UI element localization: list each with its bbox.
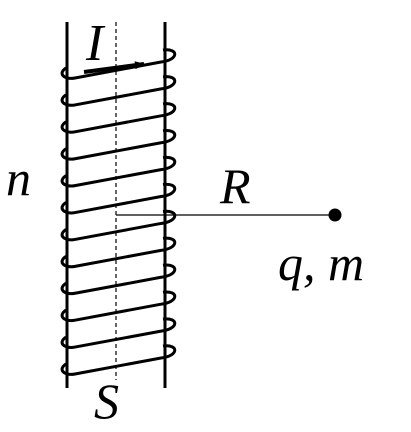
charge-mass-label: q, m: [278, 235, 364, 291]
coil-windings: [60, 48, 177, 376]
distance-label: R: [219, 158, 251, 214]
coil-turn: [60, 290, 177, 323]
coil-turn: [60, 344, 177, 376]
turn-density-label: n: [6, 150, 31, 206]
coil-turn: [60, 236, 177, 269]
coil-turn: [60, 48, 177, 80]
coil-turn: [60, 209, 177, 242]
area-label: S: [94, 373, 119, 429]
coil-turn: [60, 182, 177, 215]
current-arrow: [83, 61, 145, 74]
coil-turn: [60, 317, 177, 349]
point-charge: [328, 208, 342, 222]
coil-turn: [60, 129, 177, 161]
current-label: I: [85, 15, 106, 72]
coil-turn: [60, 102, 177, 134]
coil-turn: [60, 155, 177, 188]
coil-turn: [60, 263, 177, 296]
coil-turn: [60, 75, 177, 107]
